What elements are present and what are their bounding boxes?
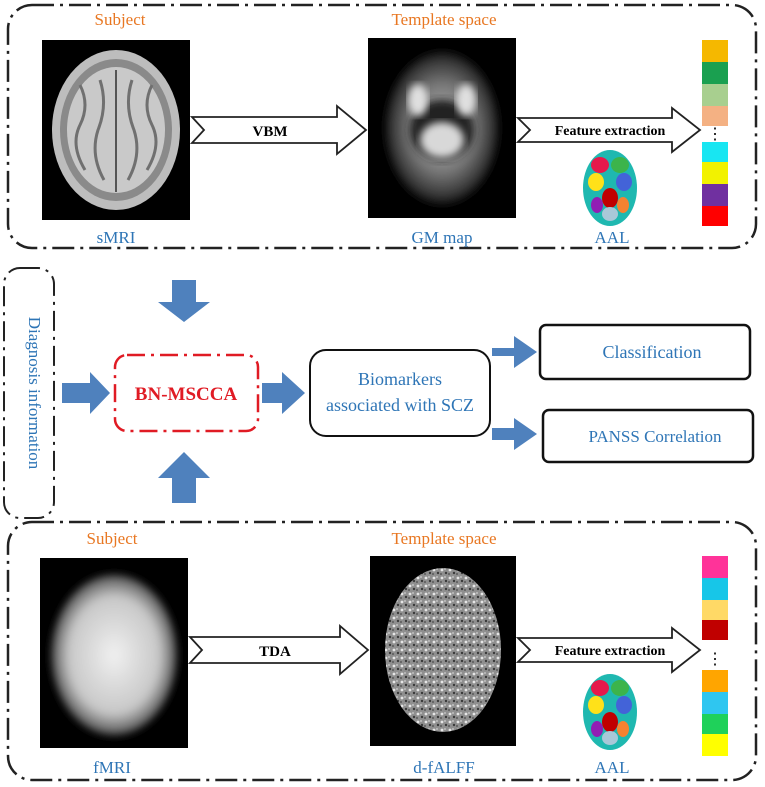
- bn-mscca-label: BN-MSCCA: [135, 384, 238, 405]
- tda-label: TDA: [259, 644, 291, 660]
- feature-extraction-arrow-bottom: Feature extraction: [515, 626, 702, 674]
- feature-cell: [702, 578, 728, 600]
- top-panel-frame: [6, 3, 758, 250]
- bottom-template-label: Template space: [391, 529, 496, 548]
- feature-cell: [702, 692, 728, 714]
- feature-cell: [702, 142, 728, 162]
- bottom-panel-frame: [6, 520, 758, 782]
- feature-cell: [702, 734, 728, 756]
- panss-box: [541, 408, 755, 464]
- feature-cell: [702, 106, 728, 126]
- feature-cell: [702, 600, 728, 620]
- arrow-right-diagnosis: [62, 372, 110, 414]
- biomarkers-line2: associated with SCZ: [326, 395, 474, 415]
- feature-cell: [702, 184, 728, 206]
- arrow-up-bottom: [158, 452, 210, 503]
- feature-extraction-arrow-top: Feature extraction: [515, 106, 702, 154]
- bottom-subject-label: Subject: [87, 529, 138, 548]
- feature-vector-bottom: ⋮: [702, 556, 728, 756]
- aal-atlas-top: [583, 150, 637, 226]
- vbm-arrow: VBM: [189, 104, 368, 156]
- d-falff-image: [370, 556, 516, 746]
- feature-cell: [702, 556, 728, 578]
- panss-label: PANSS Correlation: [588, 427, 722, 446]
- d-falff-caption: d-fALFF: [413, 758, 474, 777]
- feature-cell: [702, 162, 728, 184]
- feature-extraction-label-bottom: Feature extraction: [555, 644, 666, 659]
- arrow-right-bnmscca: [262, 372, 305, 414]
- feature-cell: [702, 620, 728, 640]
- aal-atlas-bottom: [583, 674, 637, 750]
- vbm-label: VBM: [253, 124, 288, 140]
- feature-cell: [702, 714, 728, 734]
- biomarkers-line1: Biomarkers: [358, 369, 442, 389]
- feature-cell: [702, 40, 728, 62]
- classification-box: [538, 323, 752, 381]
- tda-arrow: TDA: [187, 624, 370, 676]
- feature-vector-top: ⋮: [702, 40, 728, 226]
- feature-cell: [702, 206, 728, 226]
- feature-cell: [702, 670, 728, 692]
- top-subject-label: Subject: [95, 10, 146, 29]
- fmri-caption: fMRI: [93, 758, 131, 777]
- aal-caption-bottom: AAL: [595, 758, 630, 777]
- ellipsis-top: ⋮: [707, 126, 723, 143]
- top-template-label: Template space: [391, 10, 496, 29]
- feature-extraction-label-top: Feature extraction: [555, 124, 666, 139]
- biomarkers-box: [309, 349, 491, 437]
- aal-caption-top: AAL: [595, 228, 630, 247]
- classification-label: Classification: [603, 342, 702, 362]
- arrow-to-panss: [492, 418, 537, 450]
- smri-caption: sMRI: [97, 228, 136, 247]
- gm-map-caption: GM map: [412, 228, 473, 247]
- bn-mscca-box: [113, 353, 260, 433]
- feature-cell: [702, 84, 728, 106]
- arrow-down-top: [158, 280, 210, 322]
- diagnosis-label: Diagnosis information: [25, 317, 44, 470]
- arrow-to-classification: [492, 336, 537, 368]
- ellipsis-bottom: ⋮: [707, 651, 723, 668]
- diagnosis-side-frame: [3, 267, 55, 519]
- smri-image: [42, 40, 190, 220]
- gm-map-image: [368, 38, 516, 218]
- fmri-image: [40, 558, 188, 748]
- feature-cell: [702, 62, 728, 84]
